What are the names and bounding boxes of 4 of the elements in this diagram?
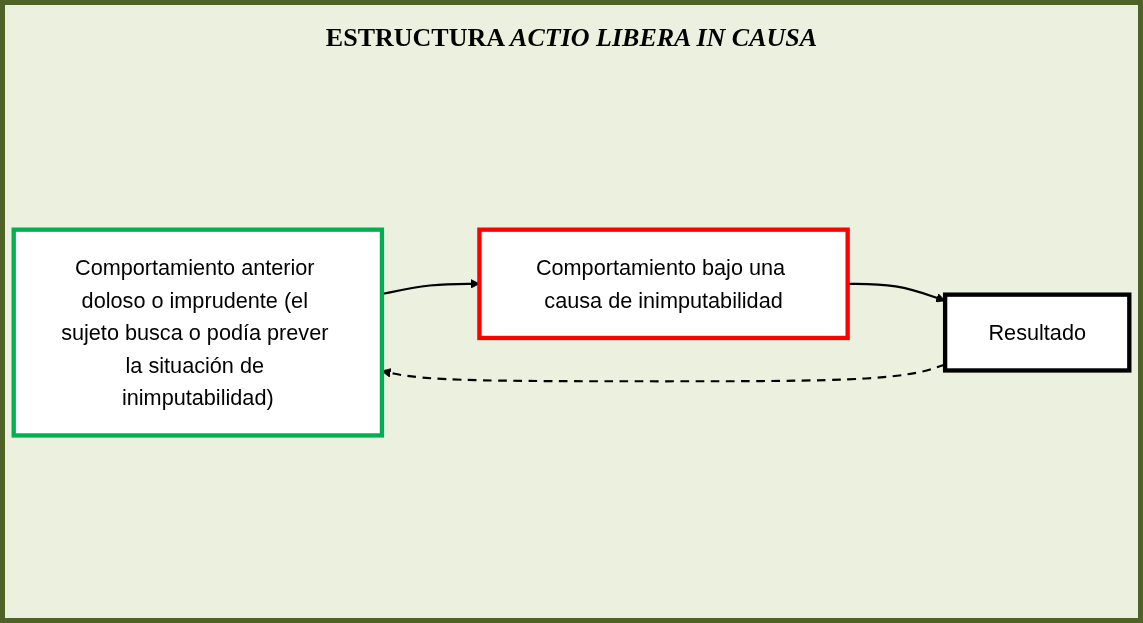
node-box: Resultado: [942, 292, 1132, 374]
diagram-title: ESTRUCTURA ACTIO LIBERA IN CAUSA: [324, 23, 819, 53]
node-box: Comportamiento bajo una causa de inimputabilidad: [477, 227, 850, 341]
node-box: Comportamiento anterior doloso o imprudente (el sujeto busca o podía prever la situación de inimputabilidad): [11, 227, 385, 439]
